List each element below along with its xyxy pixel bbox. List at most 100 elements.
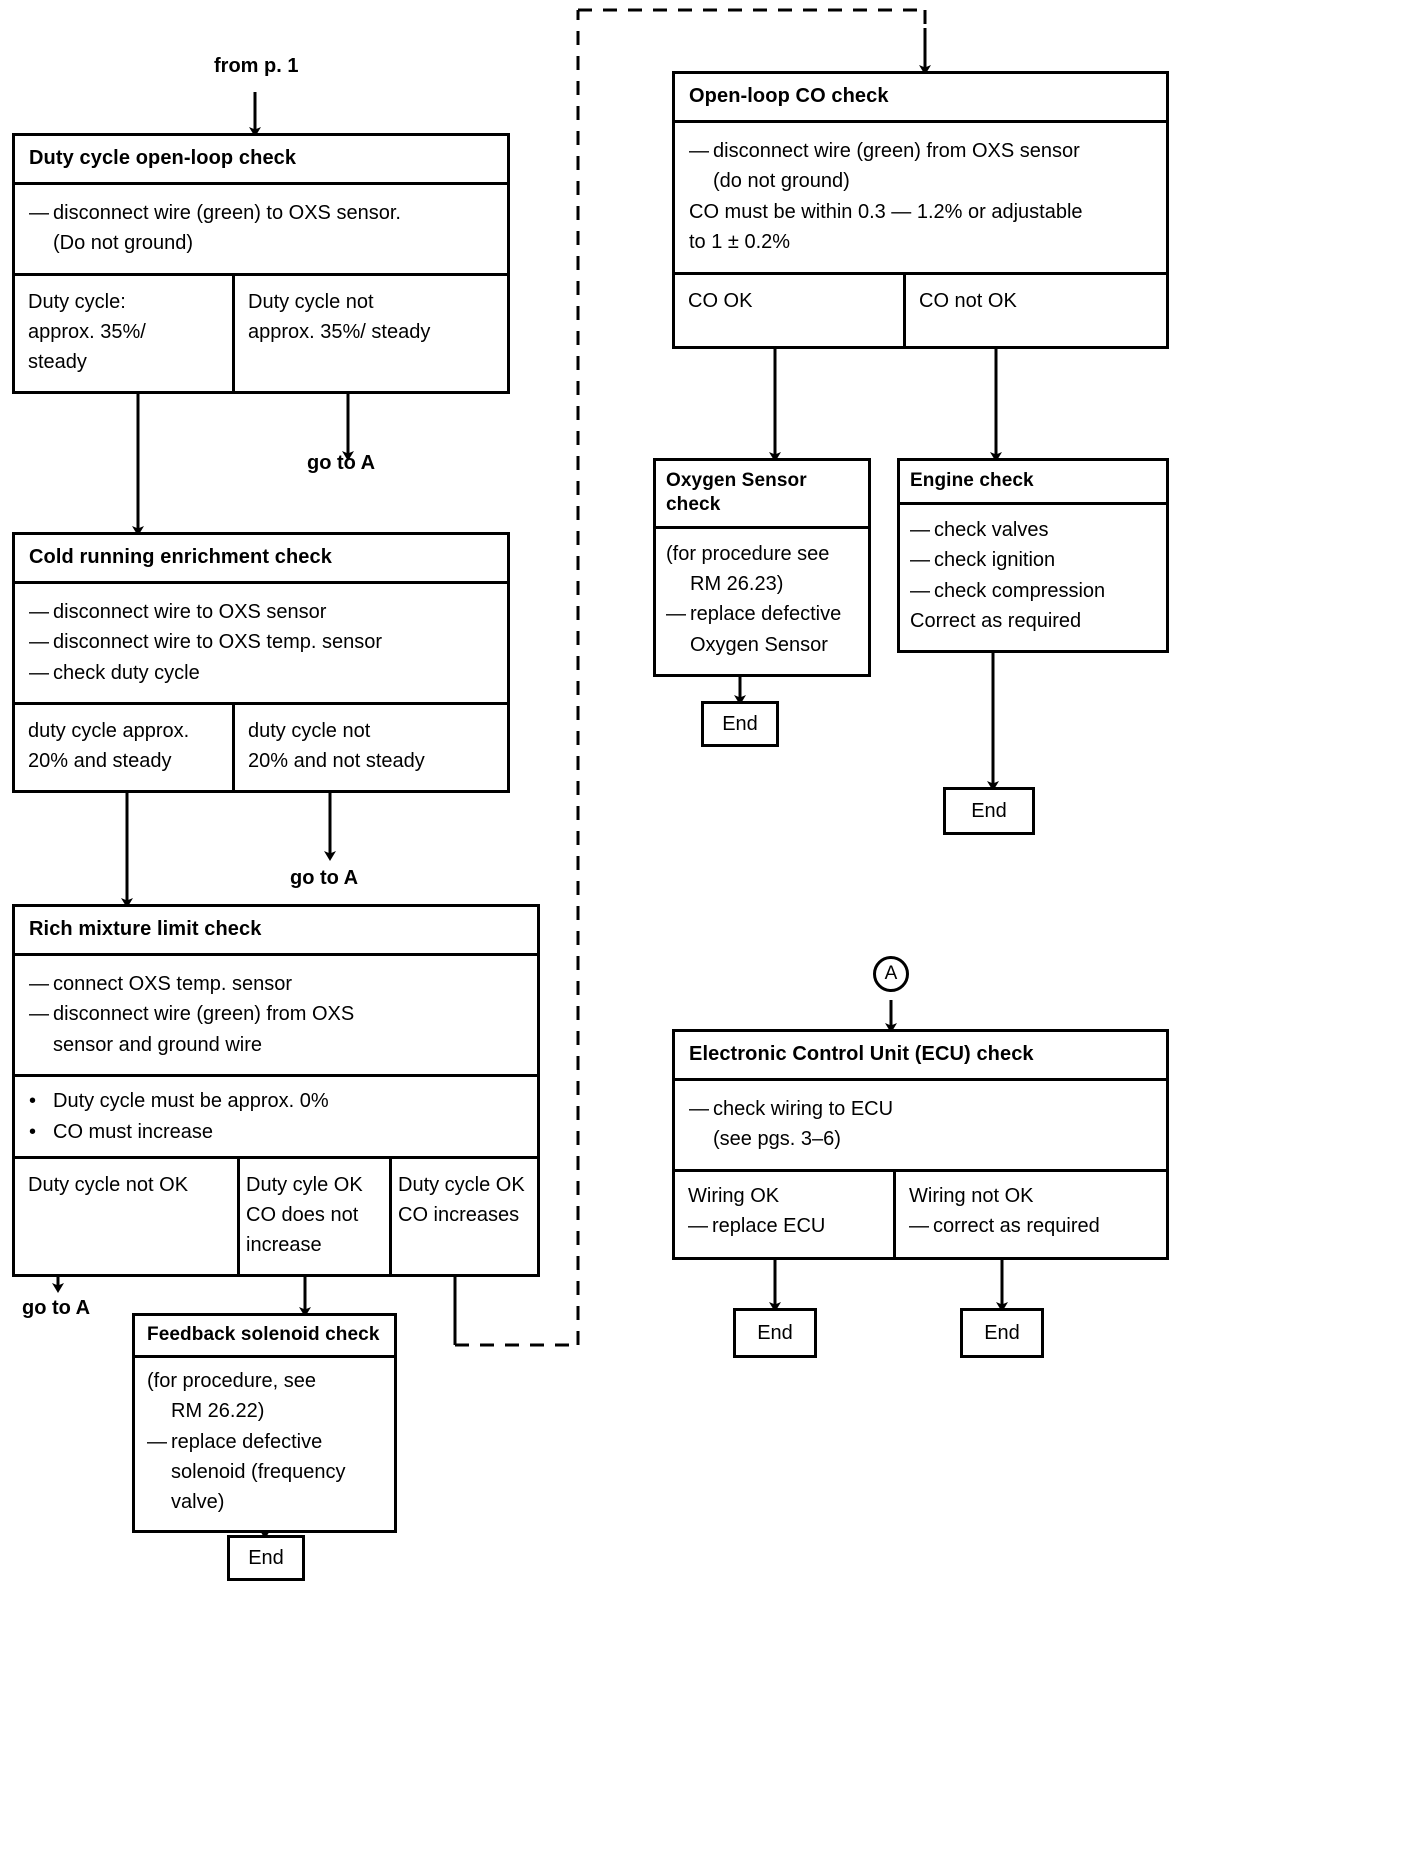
rich-mixture-limit-check-box: Rich mixture limit check — connect OXS t… <box>12 904 540 1277</box>
end-box-oxygen-sensor: End <box>701 701 779 747</box>
outcome-duty-ok-co-not-increase: Duty cyle OK CO does not increase <box>237 1158 389 1274</box>
dash-glyph: — <box>147 1430 167 1453</box>
rich-mixture-criteria: • Duty cycle must be approx. 0% • CO mus… <box>15 1074 537 1156</box>
rich-mixture-limit-check-title: Rich mixture limit check <box>15 907 537 956</box>
outcome-line: steady <box>28 350 87 373</box>
ecu-check-body: — check wiring to ECU (see pgs. 3–6) <box>675 1081 1166 1169</box>
open-loop-co-outcomes: CO OK CO not OK <box>675 271 1166 346</box>
outcome-duty-cycle-ok: Duty cycle: approx. 35%/ steady <box>15 276 232 391</box>
outcome-duty-cycle-20-steady: duty cycle approx. 20% and steady <box>15 705 232 790</box>
outcome-co-ok: CO OK <box>675 275 903 346</box>
end-label: End <box>757 1321 793 1344</box>
dash-glyph: — <box>29 631 49 654</box>
criteria-line: CO must be within 0.3 — 1.2% or adjustab… <box>689 200 1083 223</box>
end-box-ecu-wiring-ok: End <box>733 1308 817 1358</box>
outcome-line: CO increases <box>398 1203 520 1226</box>
dash-glyph: — <box>29 601 49 623</box>
ecu-check-title: Electronic Control Unit (ECU) check <box>675 1032 1166 1081</box>
dash-glyph: — <box>910 549 930 572</box>
instruction-line: replace defective <box>690 603 842 626</box>
go-to-a-label-2: go to A <box>290 867 359 889</box>
duty-cycle-open-loop-check-box: Duty cycle open-loop check — disconnect … <box>12 133 510 394</box>
rich-mixture-limit-check-body: — connect OXS temp. sensor — disconnect … <box>15 956 537 1074</box>
dash-glyph: — <box>910 518 930 541</box>
end-box-ecu-wiring-not-ok: End <box>960 1308 1044 1358</box>
feedback-solenoid-check-box: Feedback solenoid check (for procedure, … <box>132 1313 397 1533</box>
dash-glyph: — <box>666 603 686 626</box>
instruction-line: solenoid (frequency <box>171 1460 346 1483</box>
outcome-line: CO does not <box>246 1203 359 1226</box>
outcome-line: CO OK <box>688 289 753 312</box>
instruction-line: check valves <box>934 518 1049 541</box>
criteria-line: to 1 ± 0.2% <box>689 231 791 254</box>
outcome-line: replace ECU <box>712 1214 826 1237</box>
end-box-feedback-solenoid: End <box>227 1535 305 1581</box>
outcome-line: approx. 35%/ <box>28 320 146 343</box>
criteria-line: CO must increase <box>53 1120 214 1143</box>
dash-glyph: — <box>29 661 49 684</box>
outcome-line: Duty cycle: <box>28 290 126 313</box>
dash-glyph: — <box>29 202 49 224</box>
outcome-duty-ok-co-increases: Duty cycle OK CO increases <box>389 1158 537 1274</box>
instruction-line: (for procedure see <box>666 542 830 565</box>
go-to-a-label-3: go to A <box>22 1297 91 1319</box>
end-box-engine-check: End <box>943 787 1035 835</box>
go-to-a-label-1: go to A <box>307 452 376 474</box>
dash-glyph: — <box>689 140 709 162</box>
instruction-line: disconnect wire to OXS sensor <box>53 601 327 623</box>
instruction-line: connect OXS temp. sensor <box>53 973 293 995</box>
duty-cycle-open-loop-outcomes: Duty cycle: approx. 35%/ steady Duty cyc… <box>15 272 507 391</box>
instruction-line: disconnect wire to OXS temp. sensor <box>53 631 383 654</box>
outcome-line: correct as required <box>933 1214 1100 1237</box>
connector-a-label: A <box>884 963 898 984</box>
instruction-line: (do not ground) <box>713 170 850 193</box>
rich-mixture-outcomes: Duty cycle not OK Duty cyle OK CO does n… <box>15 1155 537 1274</box>
connector-a-circle: A <box>873 956 909 992</box>
end-label: End <box>984 1321 1020 1344</box>
instruction-line: check wiring to ECU <box>713 1098 894 1120</box>
feedback-solenoid-check-body: (for procedure, see RM 26.22) — replace … <box>135 1358 394 1530</box>
instruction-line: replace defective <box>171 1430 323 1453</box>
dash-glyph: — <box>689 1098 709 1120</box>
dash-glyph: — <box>688 1214 708 1237</box>
instruction-line: check duty cycle <box>53 661 200 684</box>
engine-check-body: — check valves — check ignition — check … <box>900 505 1166 651</box>
dash-glyph: — <box>910 579 930 602</box>
open-loop-co-check-box: Open-loop CO check — disconnect wire (gr… <box>672 71 1169 349</box>
instruction-line: disconnect wire (green) to OXS sensor. <box>53 202 401 224</box>
instruction-line: disconnect wire (green) from OXS <box>53 1003 355 1026</box>
outcome-line: Wiring OK <box>688 1184 780 1207</box>
oxygen-sensor-check-body: (for procedure see RM 26.23) — replace d… <box>656 529 868 675</box>
instruction-line: check compression <box>934 579 1106 602</box>
engine-check-title: Engine check <box>900 461 1166 505</box>
outcome-line: Duty cycle not <box>248 290 374 313</box>
instruction-line: (see pgs. 3–6) <box>713 1128 841 1151</box>
instruction-line: valve) <box>171 1491 225 1514</box>
cold-running-enrichment-check-body: — disconnect wire to OXS sensor — discon… <box>15 584 507 702</box>
oxygen-sensor-check-title: Oxygen Sensor check <box>656 461 868 529</box>
outcome-line: duty cycle approx. <box>28 720 190 743</box>
end-label: End <box>722 712 758 735</box>
outcome-duty-cycle-not-20: duty cycle not 20% and not steady <box>232 705 507 791</box>
outcome-line: approx. 35%/ steady <box>248 320 431 343</box>
outcome-line: CO not OK <box>919 289 1017 312</box>
instruction-line: sensor and ground wire <box>53 1033 263 1056</box>
cold-running-enrichment-check-title: Cold running enrichment check <box>15 535 507 584</box>
instruction-line: disconnect wire (green) from OXS sensor <box>713 140 1080 162</box>
outcome-duty-cycle-not-ok: Duty cycle not OK <box>15 1159 237 1274</box>
duty-cycle-open-loop-check-title: Duty cycle open-loop check <box>15 136 507 185</box>
outcome-wiring-ok: Wiring OK — replace ECU <box>675 1172 893 1257</box>
end-label: End <box>248 1546 284 1569</box>
outcome-line: duty cycle not <box>248 720 371 743</box>
dash-glyph: — <box>29 973 49 995</box>
outcome-line: 20% and steady <box>28 750 172 773</box>
outcome-line: increase <box>246 1233 322 1256</box>
engine-check-box: Engine check — check valves — check igni… <box>897 458 1169 654</box>
oxygen-sensor-check-box: Oxygen Sensor check (for procedure see R… <box>653 458 871 678</box>
from-page-label: from p. 1 <box>214 55 299 77</box>
cold-running-enrichment-check-box: Cold running enrichment check — disconne… <box>12 532 510 794</box>
end-label: End <box>971 799 1007 822</box>
instruction-line: Oxygen Sensor <box>690 633 828 656</box>
instruction-line: check ignition <box>934 549 1056 572</box>
